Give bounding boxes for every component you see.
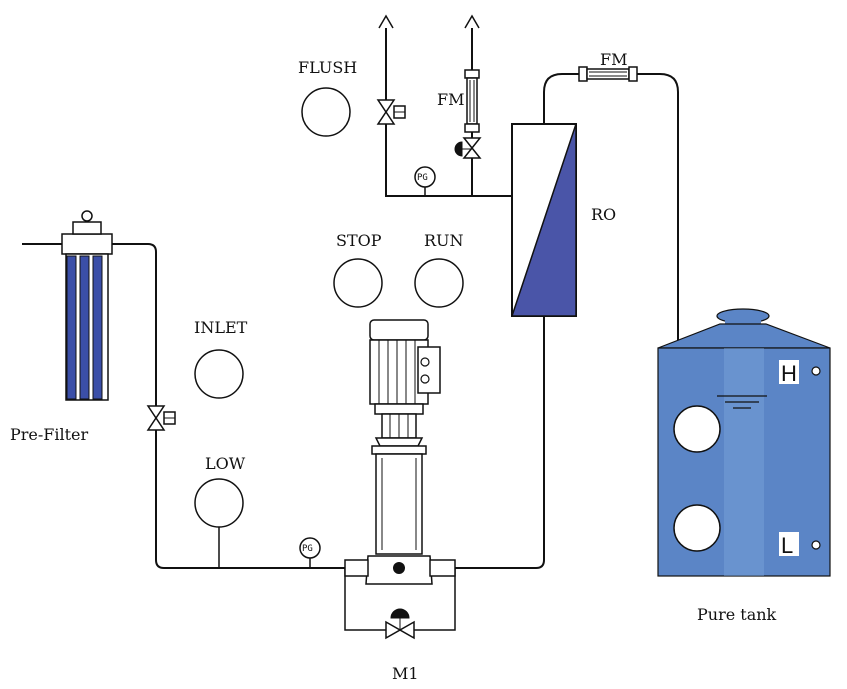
lamp-inlet: INLET (194, 318, 248, 399)
piping (22, 28, 679, 631)
low-label: LOW (205, 454, 246, 473)
pressure-gauge-bottom: PG (299, 537, 321, 559)
flow-meter-concentrate: FM (437, 69, 480, 133)
inlet-label: INLET (194, 318, 248, 337)
flush-label: FLUSH (298, 58, 357, 77)
pure-tank: H L (657, 308, 831, 577)
fm-top-label: FM (437, 90, 464, 109)
pure-tank-label: Pure tank (697, 605, 777, 624)
lamp-stop: STOP (333, 231, 383, 308)
stop-label: STOP (336, 231, 382, 250)
concentrate-manual-valve (454, 137, 482, 159)
lamp-low: LOW (194, 454, 246, 528)
inlet-solenoid-valve (146, 405, 176, 431)
pg-bottom-label: PG (302, 544, 313, 554)
ro-label: RO (591, 205, 616, 224)
bypass-manual-valve (385, 608, 415, 640)
tank-low-label: L (781, 533, 793, 558)
pressure-gauge-top: PG (414, 166, 436, 188)
outlet-arrows (378, 14, 480, 29)
ro-membrane: RO (510, 123, 616, 317)
flow-meter-permeate: FM (578, 50, 638, 82)
lamp-run: RUN (414, 231, 464, 308)
fm-right-label: FM (600, 50, 627, 69)
pump-m1 (344, 319, 456, 585)
tank-high-label: H (781, 361, 797, 386)
flush-solenoid-valve (376, 99, 406, 125)
pre-filter (61, 210, 113, 401)
m1-label: M1 (392, 664, 419, 683)
run-label: RUN (424, 231, 464, 250)
pg-top-label: PG (417, 173, 428, 183)
lamp-flush: FLUSH (298, 58, 357, 137)
pre-filter-label: Pre-Filter (10, 425, 89, 444)
